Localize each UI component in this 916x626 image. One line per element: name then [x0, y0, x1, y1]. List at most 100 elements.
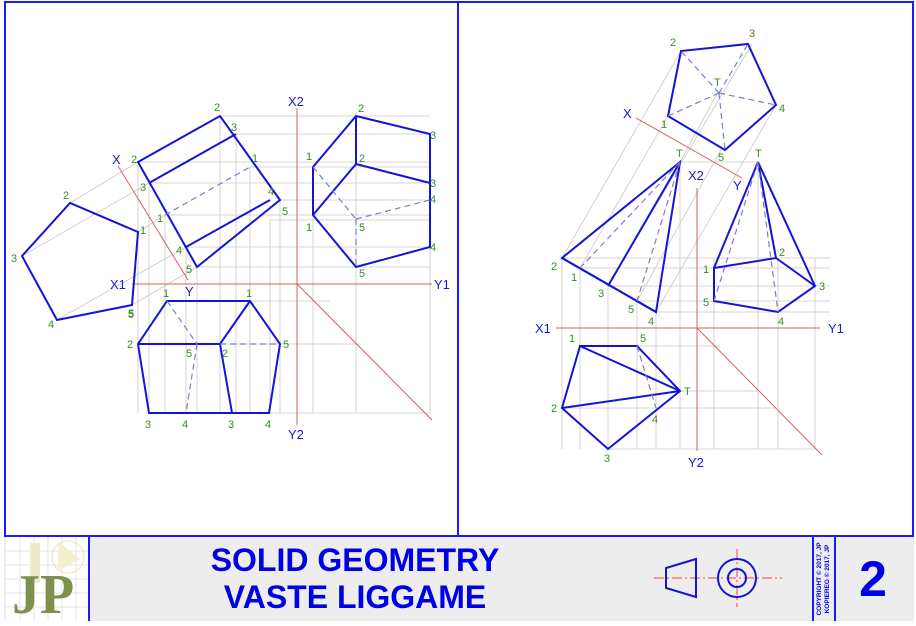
svg-text:1: 1 — [140, 225, 146, 237]
svg-text:2: 2 — [131, 154, 137, 166]
svg-text:5: 5 — [359, 222, 365, 234]
xy-aux-axis — [635, 117, 743, 179]
svg-text:3: 3 — [231, 122, 237, 134]
axis-label-x2: X2 — [688, 168, 704, 183]
svg-text:5: 5 — [186, 348, 192, 360]
copyright-line-2: KOPIEREG © 2017, JP — [824, 544, 831, 614]
svg-text:3: 3 — [11, 253, 17, 265]
left-aux-pentagon: 1 2 3 4 5 — [11, 190, 146, 331]
svg-text:T: T — [684, 386, 691, 398]
svg-text:3: 3 — [819, 281, 825, 293]
svg-text:1: 1 — [246, 288, 252, 300]
svg-text:1: 1 — [571, 272, 577, 284]
svg-text:5: 5 — [640, 333, 646, 345]
svg-text:2: 2 — [359, 153, 365, 165]
svg-text:1: 1 — [163, 288, 169, 300]
svg-text:1: 1 — [157, 213, 163, 225]
mitre-line — [696, 327, 823, 456]
svg-text:1: 1 — [569, 333, 575, 345]
first-angle-projection-icon — [654, 549, 782, 607]
svg-text:3: 3 — [140, 182, 146, 194]
svg-text:1: 1 — [703, 264, 709, 276]
axis-label-y2: Y2 — [288, 427, 304, 442]
svg-text:5: 5 — [282, 206, 288, 218]
svg-text:4: 4 — [652, 414, 658, 426]
svg-text:3: 3 — [604, 453, 610, 465]
axis-label-x: X — [112, 152, 121, 167]
svg-text:4: 4 — [779, 103, 785, 115]
drawings-canvas: X Y X1 Y1 X2 Y2 1 2 3 4 5 2 2 3 3 1 1 4 … — [11, 28, 844, 470]
axis-label-x: X — [623, 106, 632, 121]
svg-text:2: 2 — [779, 247, 785, 259]
svg-text:5: 5 — [718, 152, 724, 164]
svg-text:5: 5 — [128, 309, 134, 321]
svg-text:2: 2 — [551, 261, 557, 273]
sheet-number: 2 — [859, 551, 887, 607]
svg-text:2: 2 — [222, 348, 228, 360]
svg-text:5: 5 — [128, 308, 134, 320]
left-construction-lines — [21, 112, 431, 414]
svg-text:4: 4 — [265, 419, 271, 431]
drawing-sheet — [4, 1, 914, 621]
jp-logo: JP — [6, 537, 90, 626]
svg-text:5: 5 — [283, 339, 289, 351]
svg-text:5: 5 — [186, 264, 192, 276]
axis-label-y: Y — [185, 284, 194, 299]
svg-text:3: 3 — [145, 419, 151, 431]
xy-aux-axis — [117, 165, 189, 281]
axis-label-y: Y — [733, 178, 742, 193]
svg-text:3: 3 — [749, 28, 755, 40]
svg-text:2: 2 — [214, 102, 220, 114]
logo-icon: JP — [6, 537, 88, 626]
svg-text:3: 3 — [228, 419, 234, 431]
right-construction-lines — [560, 43, 830, 450]
left-aux-prism: 2 2 3 3 1 1 4 4 5 5 — [131, 102, 288, 276]
title-line-1: SOLID GEOMETRY — [210, 542, 500, 578]
drawing-title: SOLID GEOMETRY VASTE LIGGAME — [90, 537, 620, 621]
axis-label-y2: Y2 — [688, 455, 704, 470]
svg-text:2: 2 — [358, 103, 364, 115]
right-plan-view: 1 5 2 3 4 T — [551, 333, 691, 465]
right-front-view: T 2 1 3 5 4 — [551, 148, 683, 328]
svg-text:5: 5 — [628, 304, 634, 316]
title-line-2: VASTE LIGGAME — [223, 579, 487, 615]
axis-label-y1: Y1 — [434, 277, 450, 292]
svg-text:2: 2 — [63, 190, 69, 202]
svg-text:4: 4 — [430, 194, 436, 206]
axis-label-y1: Y1 — [828, 321, 844, 336]
svg-text:T: T — [714, 77, 721, 89]
svg-text:3: 3 — [598, 288, 604, 300]
svg-text:2: 2 — [670, 37, 676, 49]
right-axes: X Y X1 Y1 X2 Y2 — [535, 106, 844, 470]
axis-label-x1: X1 — [535, 321, 551, 336]
copyright-line-1: COPYRIGHT © 2017, JP — [816, 542, 823, 616]
svg-text:1: 1 — [252, 153, 258, 165]
left-plan-view: 1 1 2 2 5 5 3 3 4 4 5 — [127, 288, 289, 431]
svg-text:2: 2 — [551, 403, 557, 415]
svg-text:4: 4 — [778, 316, 784, 328]
axis-label-x1: X1 — [110, 277, 126, 292]
mitre-line — [296, 283, 433, 421]
right-side-view: T 1 2 3 4 5 — [703, 148, 825, 328]
svg-text:1: 1 — [306, 222, 312, 234]
svg-text:4: 4 — [48, 319, 54, 331]
svg-text:4: 4 — [176, 245, 182, 257]
panel-divider — [457, 1, 459, 536]
svg-text:T: T — [676, 148, 683, 160]
svg-text:2: 2 — [127, 339, 133, 351]
left-axes: X Y X1 Y1 X2 Y2 — [110, 94, 450, 442]
svg-text:4: 4 — [430, 242, 436, 254]
copyright-notice: COPYRIGHT © 2017, JP KOPIEREG © 2017, JP — [812, 537, 836, 621]
svg-text:4: 4 — [648, 316, 654, 328]
svg-text:JP: JP — [12, 564, 74, 621]
projection-symbol — [634, 537, 814, 621]
svg-text:T: T — [755, 148, 762, 160]
title-block: JP SOLID GEOMETRY VASTE LIGGAME COPYRIGH… — [4, 535, 914, 626]
svg-text:4: 4 — [182, 419, 188, 431]
axis-label-x2: X2 — [288, 94, 304, 109]
svg-text:4: 4 — [268, 186, 274, 198]
right-aux-base: 1 2 3 4 5 T — [661, 28, 785, 164]
svg-text:1: 1 — [306, 151, 312, 163]
svg-text:5: 5 — [703, 297, 709, 309]
svg-text:5: 5 — [359, 268, 365, 280]
